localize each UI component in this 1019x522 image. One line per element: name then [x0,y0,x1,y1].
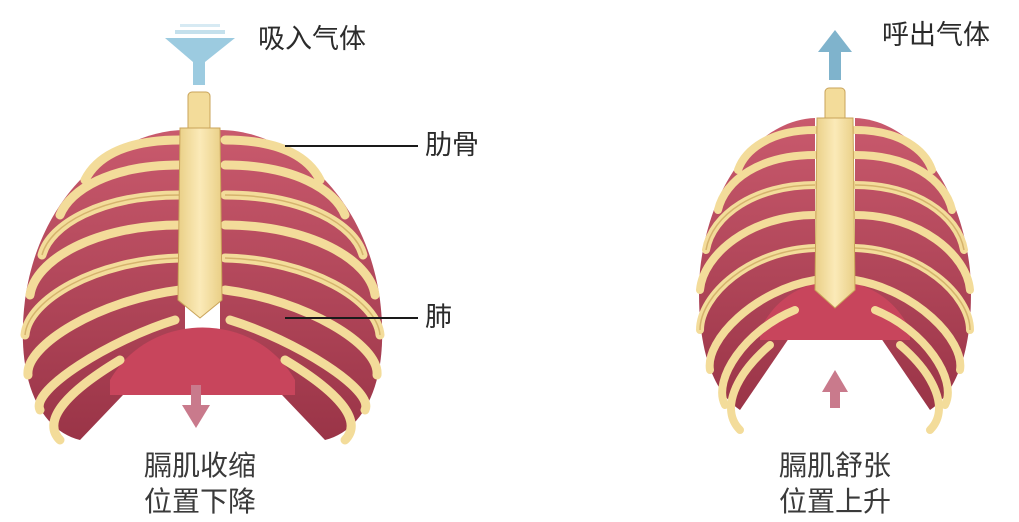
rib-label: 肋骨 [425,132,479,159]
left-ribcage [23,24,382,440]
right-caption-line2: 位置上升 [745,484,925,520]
right-sternum [815,118,855,308]
right-caption-line1: 膈肌舒张 [745,448,925,484]
left-caption-line2: 位置下降 [110,484,290,520]
up-arrow-icon [822,370,848,408]
right-ribcage [699,30,971,430]
inhale-gas-label: 吸入气体 [258,26,366,53]
left-trachea [188,92,210,132]
left-sternum [178,128,222,318]
air-out-icon [818,30,852,80]
lung-label: 肺 [425,304,452,331]
air-in-icon [165,24,235,85]
exhale-gas-label: 呼出气体 [882,22,990,49]
left-caption-line1: 膈肌收缩 [110,448,290,484]
left-caption: 膈肌收缩 位置下降 [110,448,290,520]
right-trachea [825,88,845,122]
right-caption: 膈肌舒张 位置上升 [745,448,925,520]
